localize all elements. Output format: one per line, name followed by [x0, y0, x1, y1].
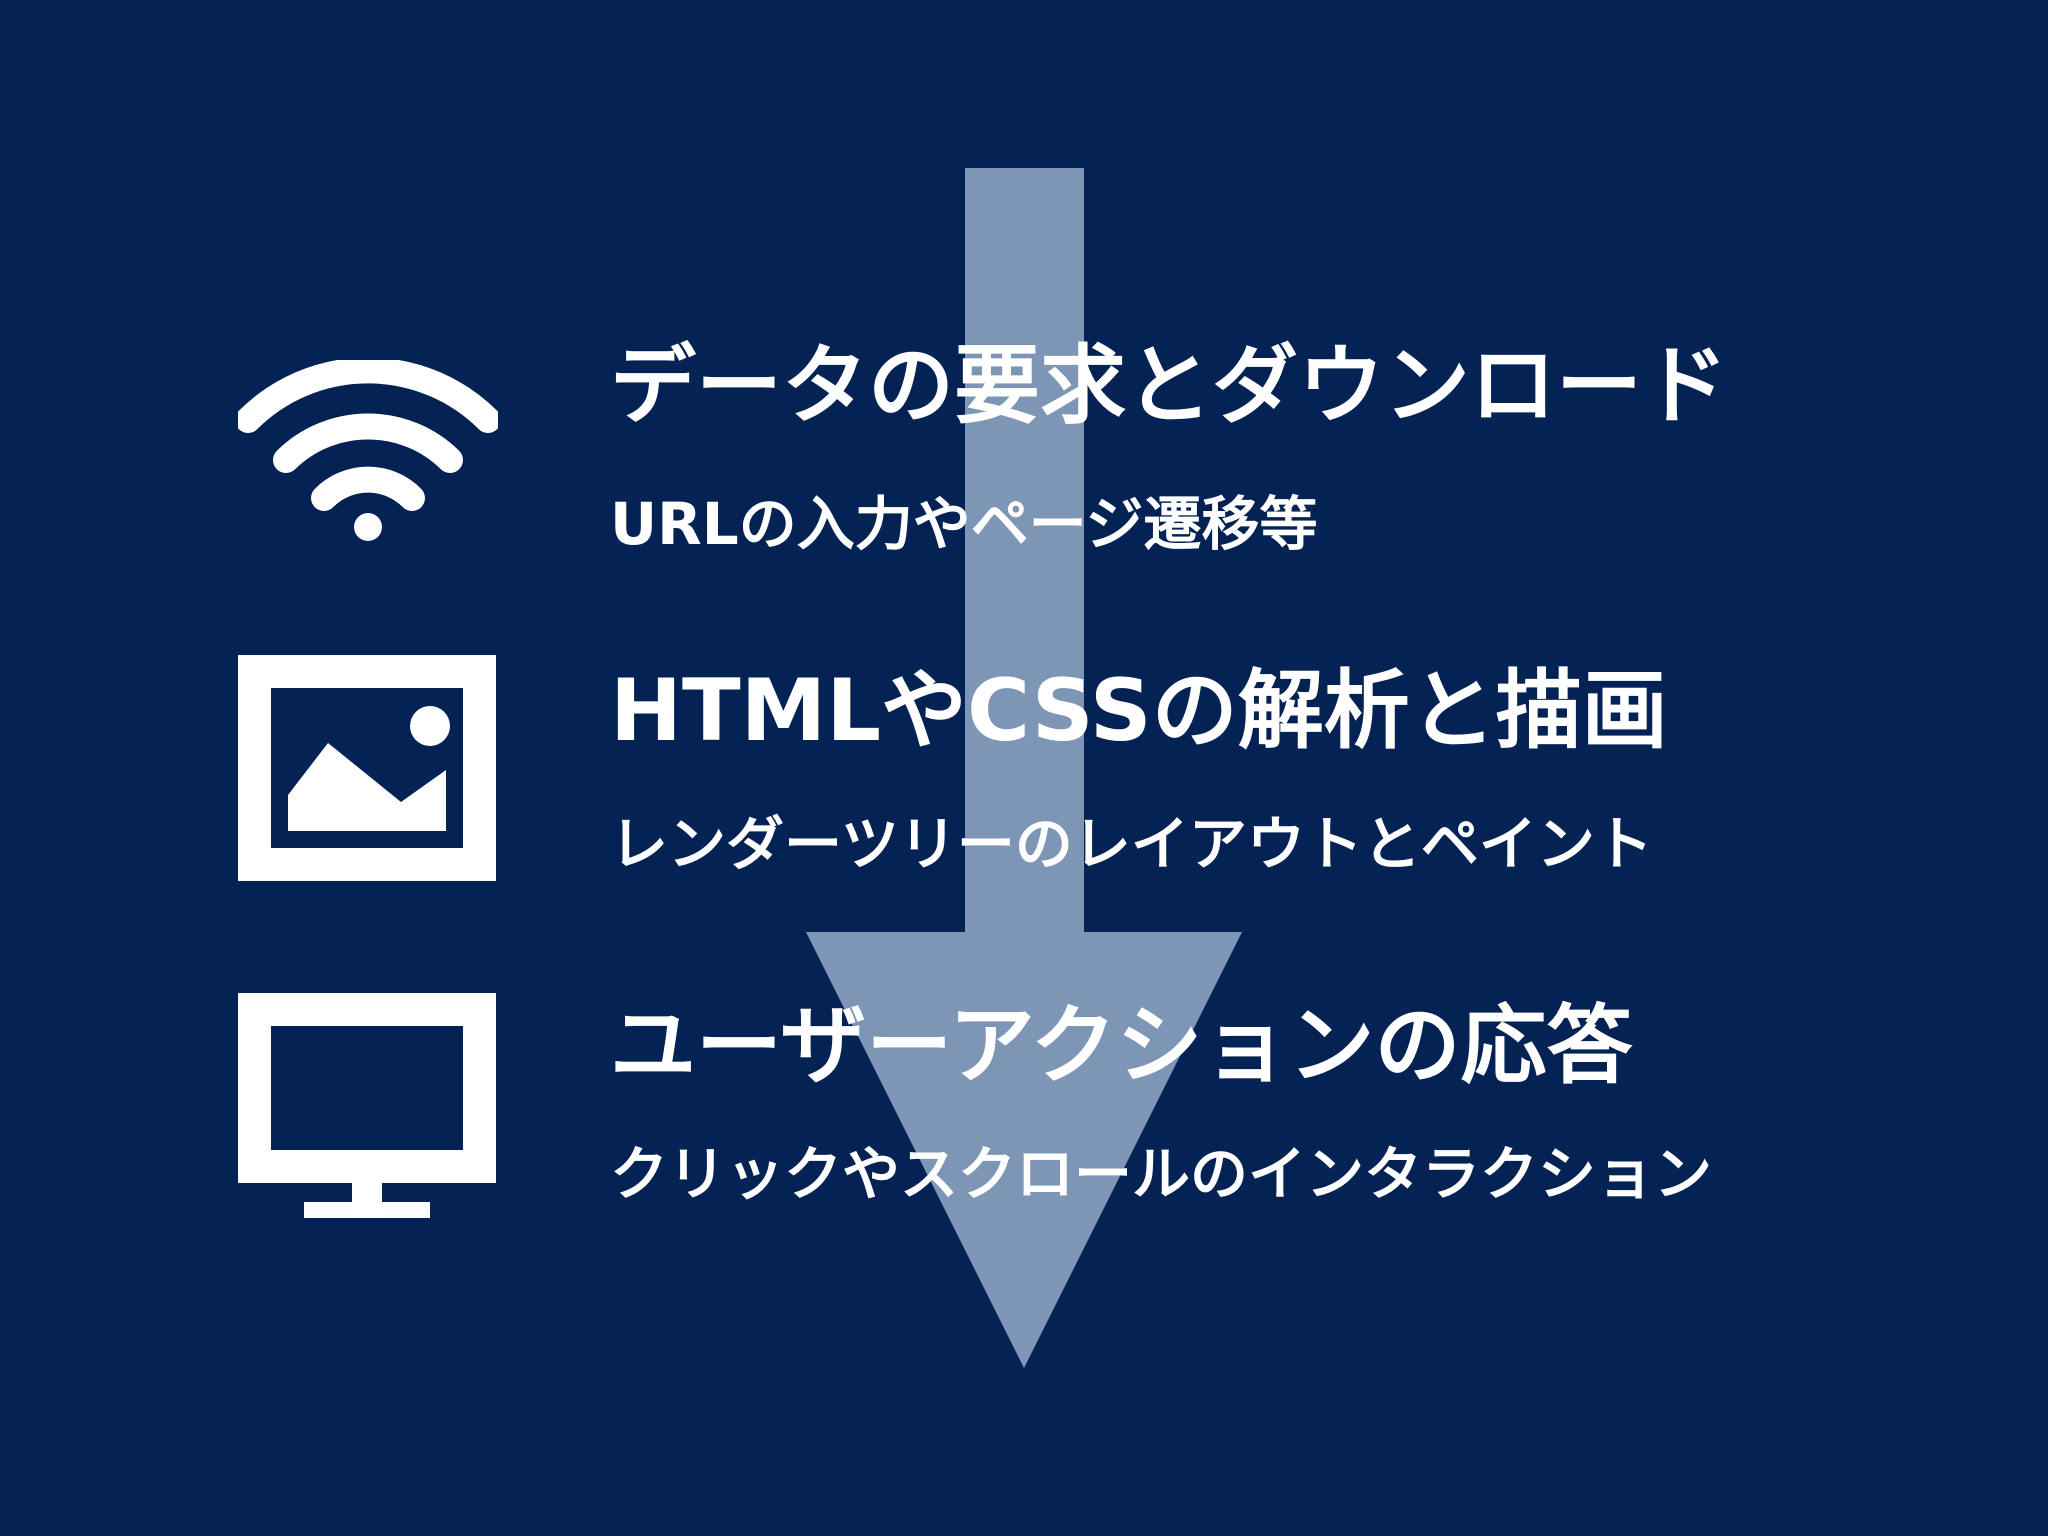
- monitor-icon: [238, 993, 496, 1218]
- image-icon: [238, 655, 496, 881]
- step-3-title: ユーザーアクションの応答: [610, 996, 1633, 1096]
- step-2-title: HTMLやCSSの解析と描画: [610, 661, 1668, 761]
- step-1-title: データの要求とダウンロード: [610, 336, 1728, 436]
- step-3-subtitle: クリックやスクロールのインタラクション: [610, 1140, 1713, 1208]
- wifi-icon: [238, 360, 498, 541]
- step-2-subtitle: レンダーツリーのレイアウトとペイント: [610, 810, 1653, 878]
- step-1-subtitle: URLの入力やページ遷移等: [610, 490, 1318, 558]
